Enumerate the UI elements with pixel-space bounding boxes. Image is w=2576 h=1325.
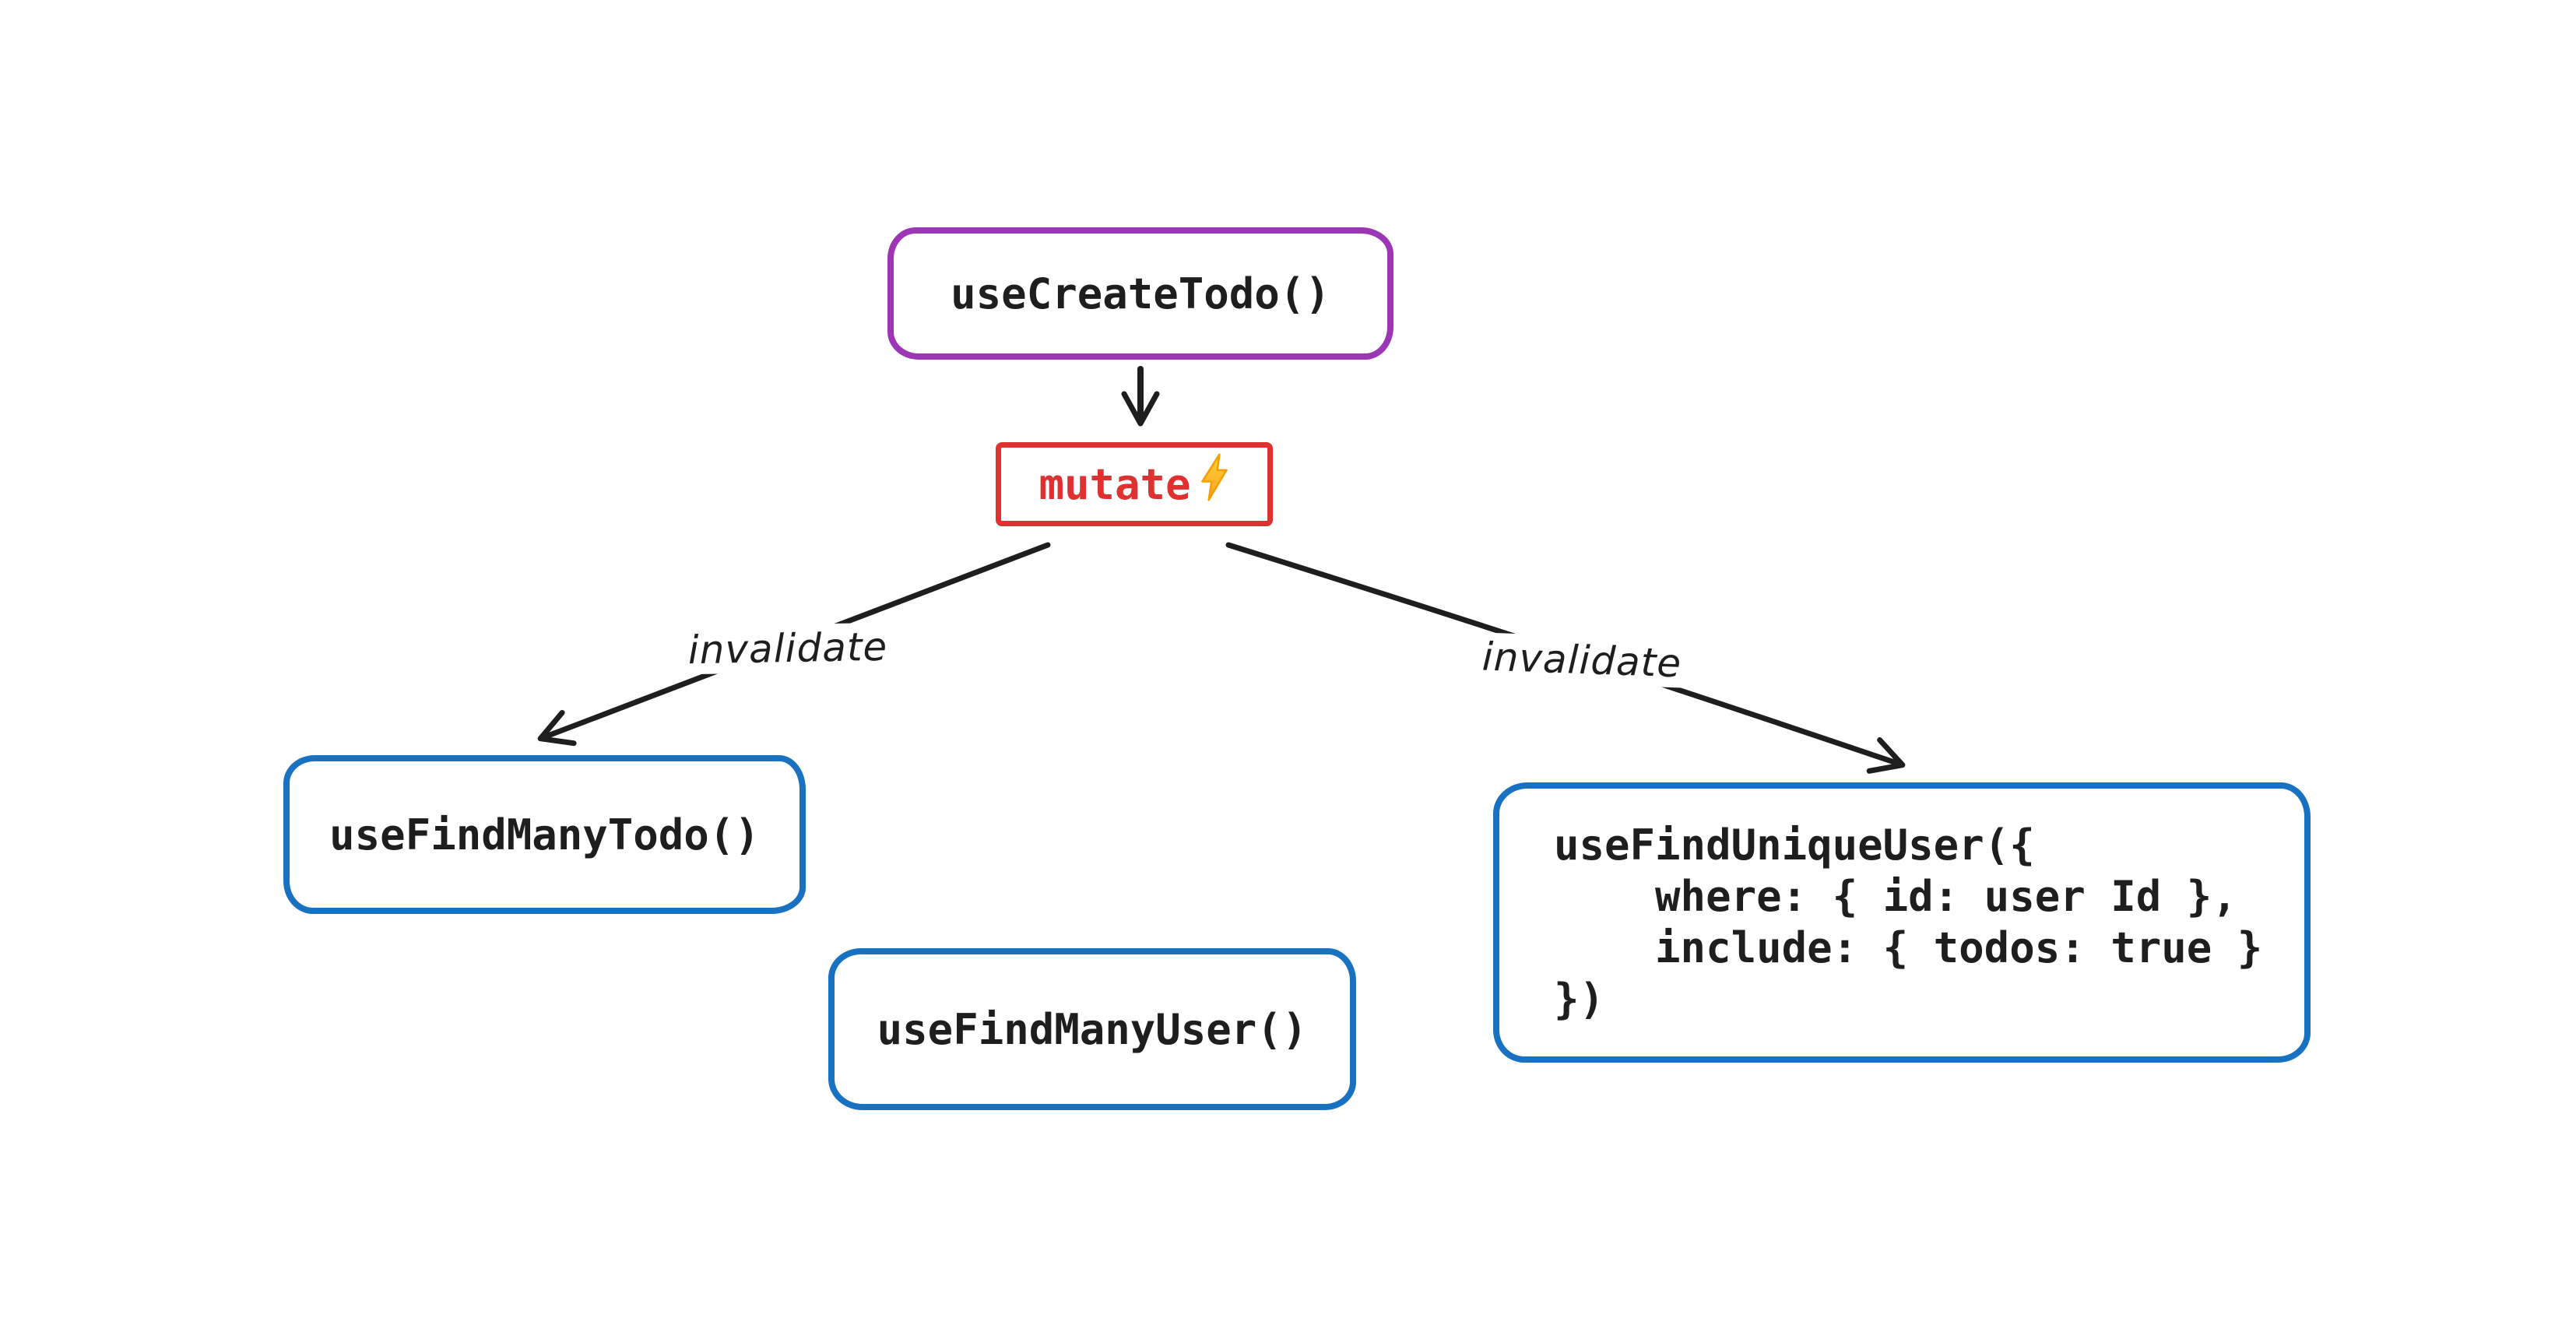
node-use-find-many-user: useFindManyUser() bbox=[828, 948, 1356, 1110]
node-use-find-unique-user: useFindUniqueUser({ where: { id: user Id… bbox=[1493, 782, 2311, 1063]
node-mutate-label: mutate bbox=[1038, 459, 1191, 509]
node-use-find-unique-user-code: useFindUniqueUser({ where: { id: user Id… bbox=[1554, 821, 2263, 1024]
node-mutate: mutate bbox=[996, 442, 1273, 526]
edge-label-invalidate-right: invalidate bbox=[1470, 632, 1694, 688]
lightning-icon bbox=[1199, 453, 1230, 511]
node-use-create-todo: useCreateTodo() bbox=[887, 227, 1393, 360]
node-use-find-many-todo: useFindManyTodo() bbox=[283, 755, 806, 914]
node-use-find-many-user-label: useFindManyUser() bbox=[877, 1004, 1308, 1054]
node-use-create-todo-label: useCreateTodo() bbox=[951, 269, 1330, 318]
edge-label-invalidate-left: invalidate bbox=[677, 622, 899, 675]
node-use-find-many-todo-label: useFindManyTodo() bbox=[329, 810, 760, 859]
